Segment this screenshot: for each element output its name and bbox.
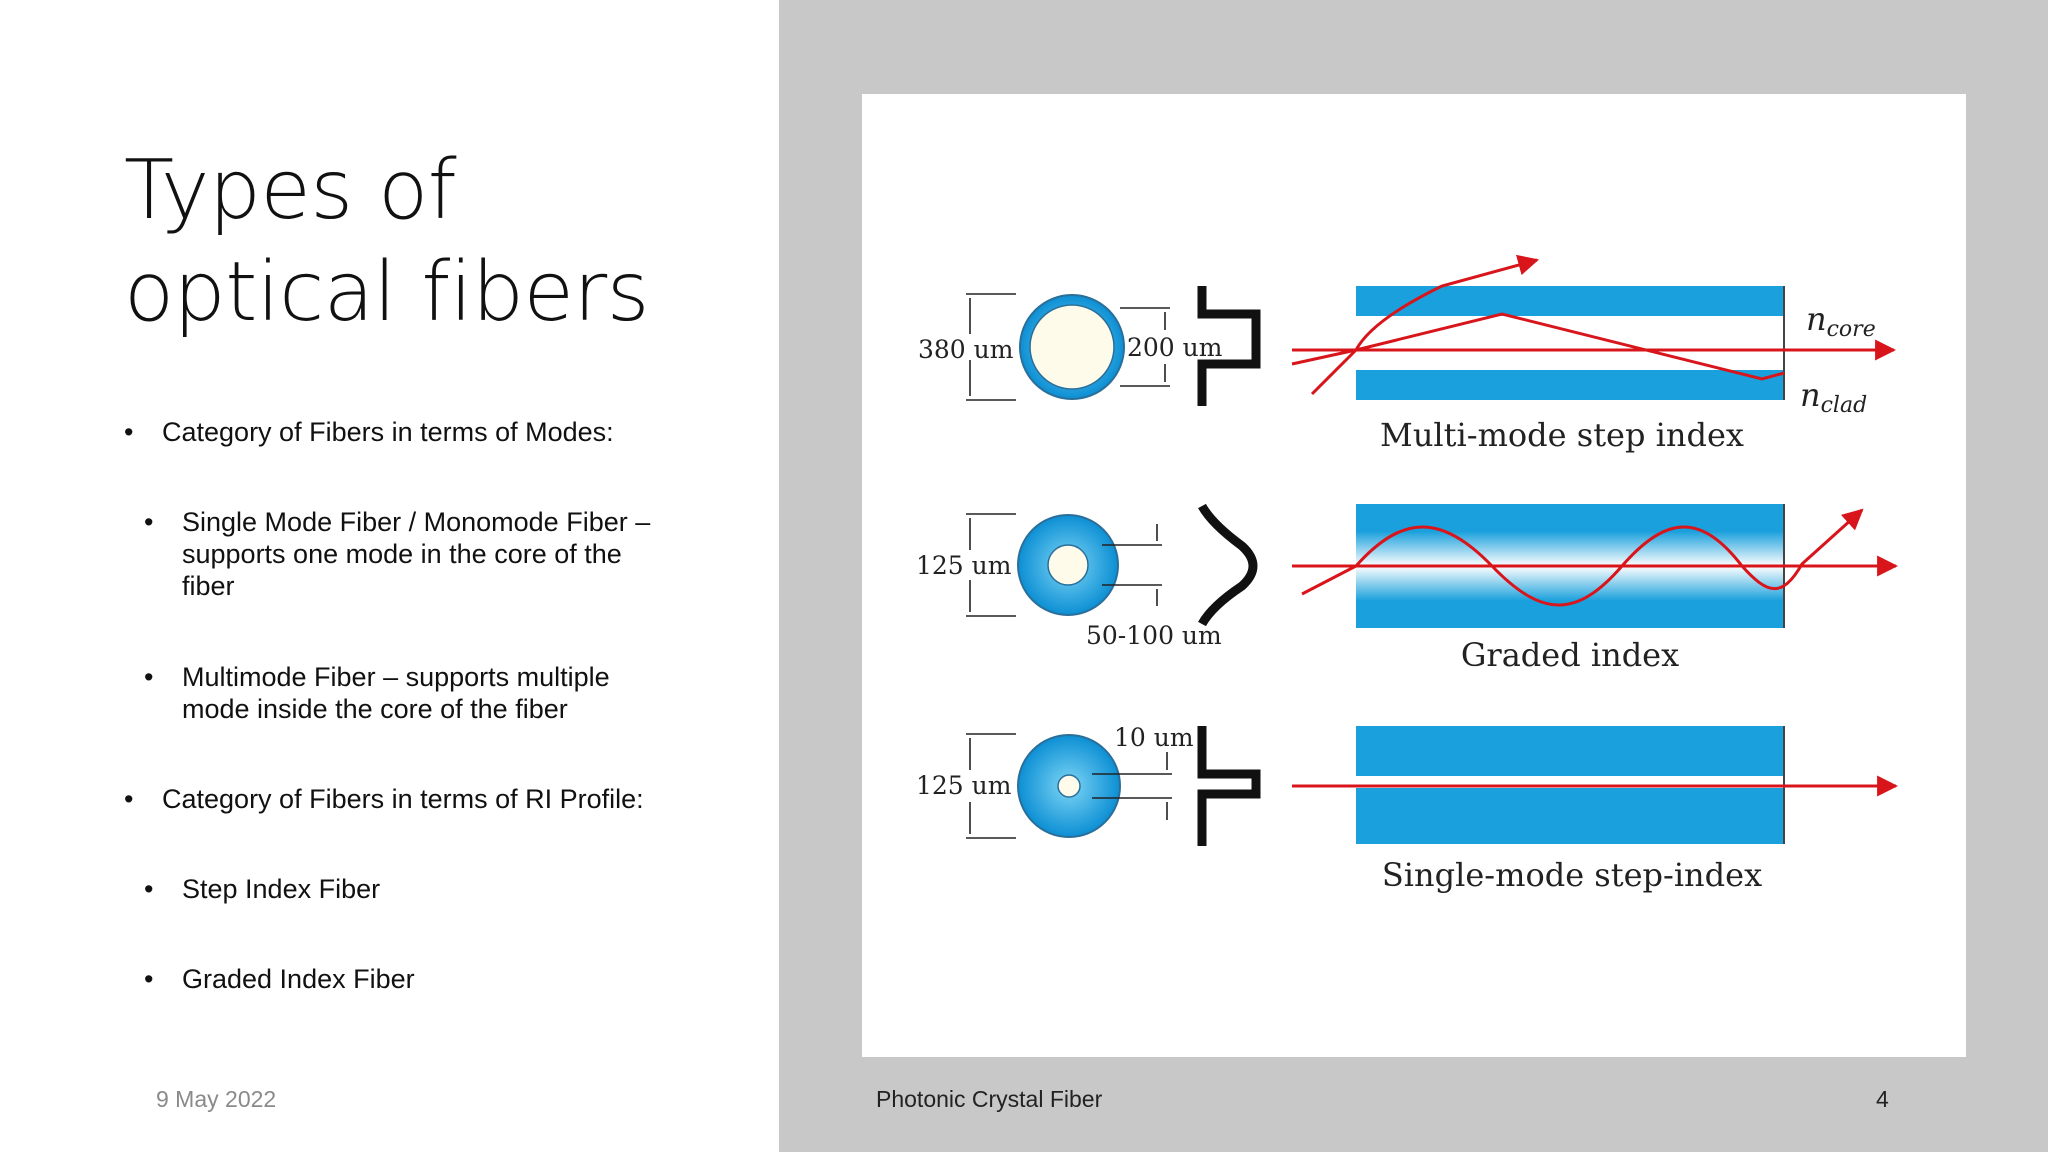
footer-title: Photonic Crystal Fiber (876, 1086, 1103, 1112)
title-line-1: Types of (124, 143, 457, 238)
core-diameter-label: 10 um (1114, 723, 1194, 752)
outer-diameter-label: 125 um (916, 551, 1012, 580)
fiber-cross-section-core (1057, 774, 1081, 798)
bullet-item: • Step Index Fiber (144, 873, 682, 905)
footer-date: 9 May 2022 (156, 1086, 277, 1112)
bullet-item: • Category of Fibers in terms of Modes: (124, 416, 742, 448)
bullet-text: Category of Fibers in terms of RI Profil… (162, 784, 644, 814)
fiber-cross-section-core (1047, 544, 1089, 586)
step-index-profile (1197, 726, 1261, 846)
outer-diameter-label: 125 um (916, 771, 1012, 800)
fiber-cross-section-core (1029, 304, 1115, 390)
bullet-dot: • (144, 662, 154, 692)
cladding-bottom (1356, 788, 1784, 844)
bullet-text-line: Single Mode Fiber / Monomode Fiber – (182, 507, 651, 537)
bullet-text-line: mode inside the core of the fiber (182, 694, 568, 724)
dimension-core (1120, 307, 1170, 387)
sinusoidal-ray (1301, 508, 1864, 607)
bullet-item: • Graded Index Fiber (144, 963, 682, 995)
n-core-label: ncore (1806, 300, 1876, 342)
bullet-dot: • (124, 784, 134, 814)
cladding-bottom (1356, 370, 1784, 400)
row-caption: Graded index (1461, 636, 1679, 674)
dimension-core (1102, 524, 1162, 606)
bullet-item: • Multimode Fiber – supports multiple mo… (144, 661, 682, 725)
n-clad-label: nclad (1800, 376, 1867, 418)
bullet-text-line: Multimode Fiber – supports multiple (182, 662, 610, 692)
row-graded-index: 125 um 50-100 um Graded index (916, 503, 1899, 674)
row-multimode-step: 380 um 200 um ncore nclad Multi-mode ste… (918, 254, 1897, 454)
graded-index-profile (1198, 503, 1258, 627)
bullet-dot: • (124, 417, 134, 447)
row-caption: Multi-mode step index (1380, 416, 1744, 454)
dimension-outer (966, 513, 1016, 617)
bullet-dot: • (144, 507, 154, 537)
slide-number: 4 (1876, 1086, 1889, 1112)
dimension-outer (966, 293, 1016, 401)
bullet-dot: • (144, 964, 154, 994)
dimension-outer (966, 733, 1016, 839)
diagram-svg: 380 um 200 um ncore nclad Multi-mode ste… (916, 254, 1899, 894)
title-line-2: optical fibers (124, 245, 649, 340)
cladding-top (1356, 726, 1784, 776)
dimension-core (1092, 752, 1172, 820)
slide-text-panel: Types of optical fibers • Category of Fi… (0, 0, 779, 1152)
bullet-text: Step Index Fiber (182, 874, 381, 904)
bullet-item: • Category of Fibers in terms of RI Prof… (124, 783, 742, 815)
bullet-text: Graded Index Fiber (182, 964, 415, 994)
bullet-dot: • (144, 874, 154, 904)
bullet-text-line: fiber (182, 571, 235, 601)
cladding-top (1356, 286, 1784, 316)
outer-diameter-label: 380 um (918, 335, 1014, 364)
row-caption: Single-mode step-index (1382, 856, 1762, 894)
reflected-ray (1291, 312, 1785, 381)
step-index-profile (1197, 286, 1261, 406)
core-diameter-label: 200 um (1127, 333, 1223, 362)
bullet-item: • Single Mode Fiber / Monomode Fiber – s… (144, 506, 682, 602)
fiber-types-diagram: 380 um 200 um ncore nclad Multi-mode ste… (862, 94, 1966, 1057)
bullet-text: Category of Fibers in terms of Modes: (162, 417, 614, 447)
bullet-text-line: supports one mode in the core of the (182, 539, 622, 569)
row-singlemode-step: 125 um 10 um Single-mode step-index (916, 723, 1899, 894)
core-region (1356, 316, 1784, 370)
slide-title: Types of optical fibers (124, 140, 744, 344)
escaping-ray (1310, 254, 1540, 396)
core-diameter-label: 50-100 um (1086, 621, 1222, 650)
